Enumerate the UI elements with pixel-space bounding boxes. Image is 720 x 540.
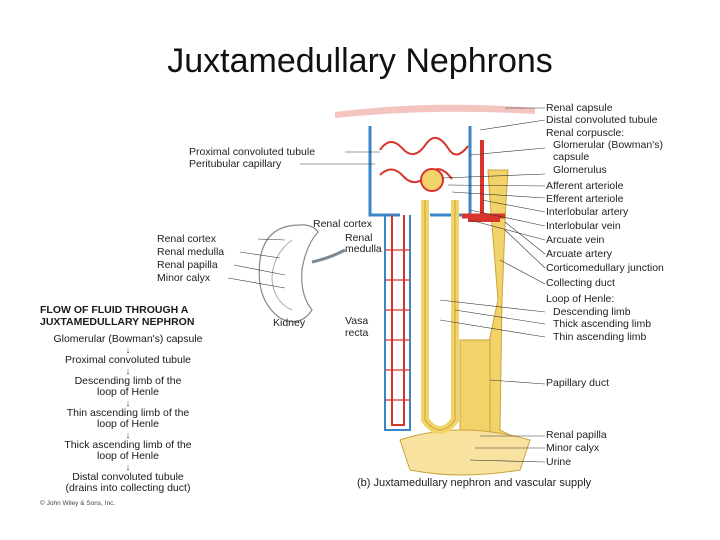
vasa-recta-artery (391, 215, 405, 426)
flow-step: (drains into collecting duct) (65, 482, 191, 494)
right-label: Thick ascending limb (553, 318, 652, 330)
right-label: Glomerular (Bowman's) (553, 139, 663, 151)
copyright: © John Wiley & Sons, Inc. (40, 500, 116, 507)
label-kidney: Kidney (273, 317, 306, 329)
kidney-outline (258, 224, 319, 323)
right-label: Arcuate vein (546, 234, 605, 246)
down-arrow-icon: ↓ (125, 398, 131, 408)
label-peritubular-capillary: Peritubular capillary (189, 158, 282, 170)
kidney-zoom-arrow (311, 248, 346, 264)
right-label: Renal papilla (546, 429, 607, 441)
convoluted-tubule-cluster (379, 137, 469, 184)
label-proximal-tubule: Proximal convoluted tubule (189, 146, 316, 158)
figure-caption: (b) Juxtamedullary nephron and vascular … (357, 477, 592, 489)
loop-of-henle (421, 200, 459, 434)
right-label: Arcuate artery (546, 248, 612, 260)
right-label: Loop of Henle: (546, 293, 615, 305)
label-renal-medulla-1: Renal (345, 232, 373, 244)
slide-title: Juxtamedullary Nephrons (167, 42, 553, 80)
right-label: capsule (553, 151, 590, 163)
right-label: Interlobular artery (546, 206, 629, 218)
vasa-recta-vein (384, 215, 411, 431)
flow-title: FLOW OF FLUID THROUGH A JUXTAMEDULLARY N… (40, 304, 240, 328)
flow-step: loop of Henle (97, 386, 159, 398)
flow-step: Glomerular (Bowman's) capsule (53, 333, 203, 345)
down-arrow-icon: ↓ (125, 345, 131, 355)
leader-lines (439, 107, 546, 463)
right-label: Minor calyx (546, 442, 600, 454)
label-kidney-calyx: Minor calyx (157, 272, 211, 284)
right-label: Renal corpuscle: (546, 127, 625, 139)
renal-papilla (399, 429, 531, 476)
right-label: Efferent arteriole (546, 193, 624, 205)
label-kidney-papilla: Renal papilla (157, 259, 218, 271)
right-label: Renal capsule (546, 102, 613, 114)
papillary-duct (459, 339, 491, 441)
down-arrow-icon: ↓ (125, 366, 131, 376)
flow-step: loop of Henle (97, 418, 159, 430)
down-arrow-icon: ↓ (125, 462, 131, 472)
label-kidney-medulla: Renal medulla (157, 246, 225, 258)
right-label: Corticomedullary junction (546, 262, 664, 274)
flow-step: Thin ascending limb of the (66, 407, 190, 419)
flow-step: loop of Henle (97, 450, 159, 462)
label-vasa-1: Vasa (345, 315, 369, 327)
right-label: Interlobular vein (546, 220, 621, 232)
label-renal-medulla-2: medulla (345, 243, 382, 255)
label-renal-cortex: Renal cortex (313, 218, 372, 230)
right-label: Distal convoluted tubule (546, 114, 658, 126)
loop-of-henle-edge (424, 200, 456, 431)
kidney-inner (271, 239, 293, 311)
right-label: Descending limb (553, 306, 631, 318)
leader-lines-left (227, 151, 380, 289)
interlobular-artery (468, 140, 500, 222)
flow-step: Distal convoluted tubule (72, 471, 184, 483)
renal-capsule (335, 104, 535, 118)
flow-title-line-2: JUXTAMEDULLARY NEPHRON (40, 316, 195, 328)
right-label: Afferent arteriole (546, 180, 624, 192)
cortex-vein-left (368, 126, 400, 217)
down-arrow-icon: ↓ (125, 430, 131, 440)
glomerulus (420, 168, 444, 192)
right-label: Thin ascending limb (553, 331, 647, 343)
label-kidney-cortex: Renal cortex (157, 233, 216, 245)
right-label: Collecting duct (546, 277, 615, 289)
flow-step: Proximal convoluted tubule (64, 354, 192, 366)
flow-step: Descending limb of the (74, 375, 182, 387)
flow-steps: Glomerular (Bowman's) capsule ↓ Proximal… (38, 334, 218, 494)
right-label: Glomerulus (553, 164, 607, 176)
flow-title-line-1: FLOW OF FLUID THROUGH A (40, 304, 189, 316)
right-label: Urine (546, 456, 572, 468)
flow-step: Thick ascending limb of the (64, 439, 192, 451)
label-vasa-2: recta (345, 327, 369, 339)
vasa-recta-rungs (385, 249, 410, 401)
right-label: Papillary duct (546, 377, 610, 389)
